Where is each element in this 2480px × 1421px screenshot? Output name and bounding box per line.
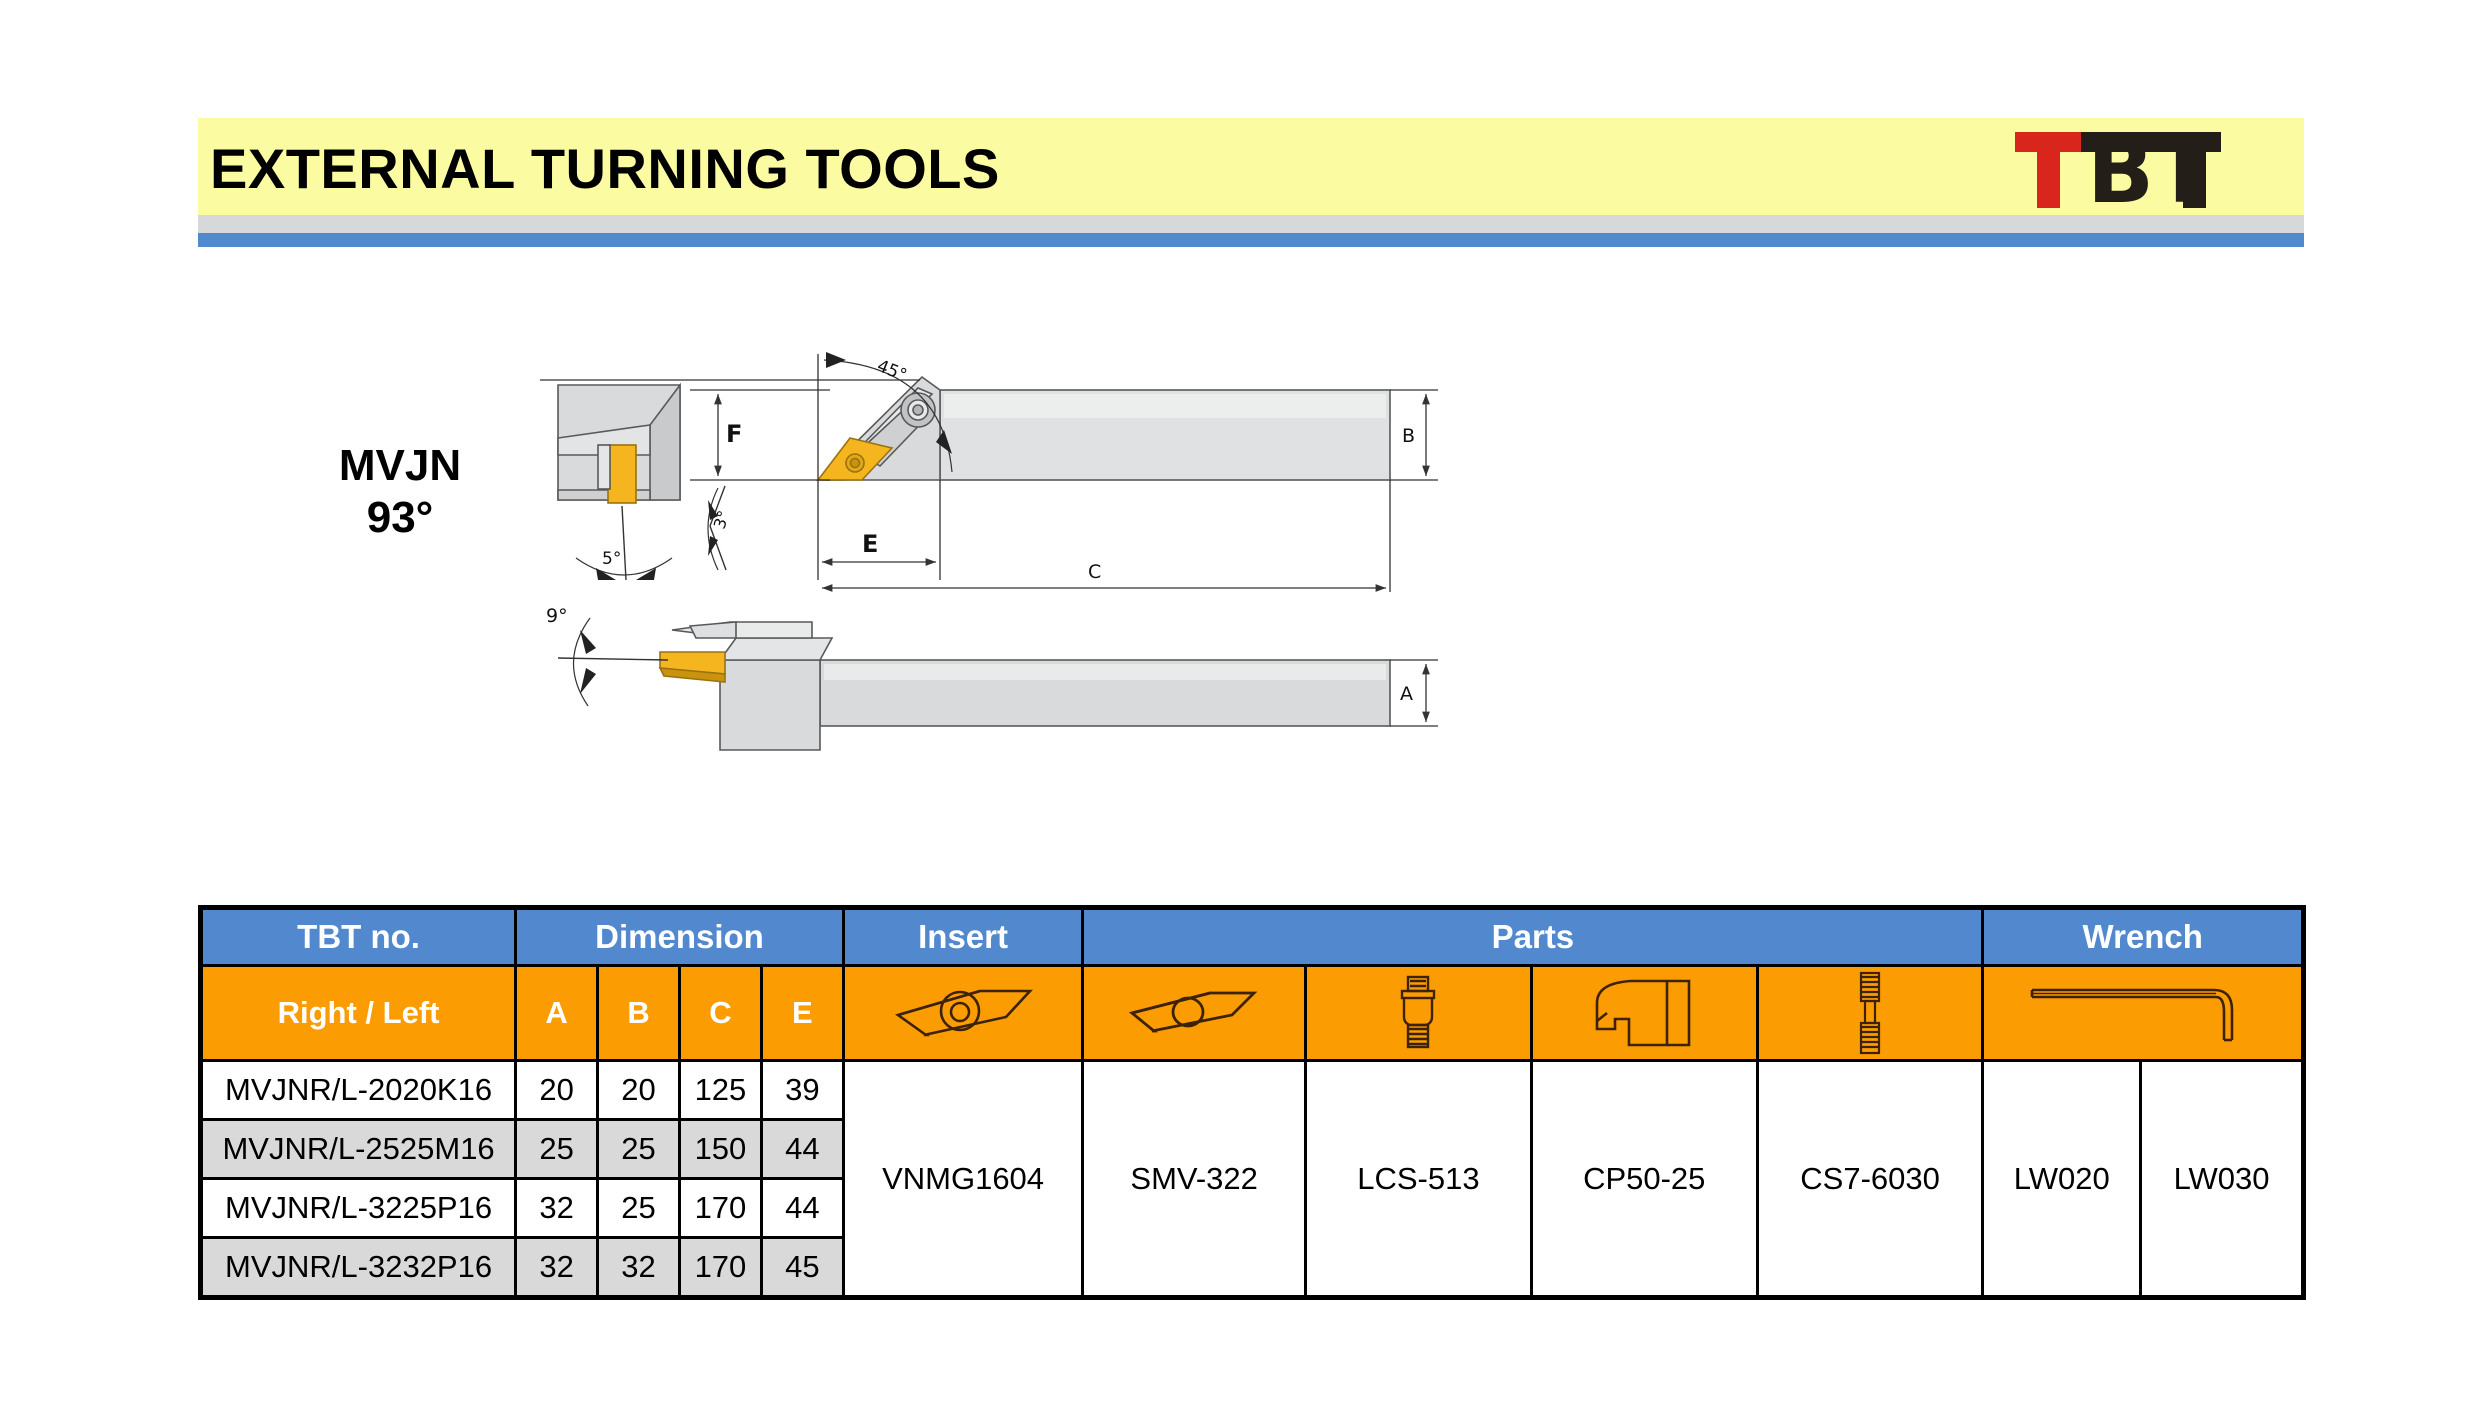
angle-45-callout — [540, 352, 953, 480]
clamp-lever-icon — [1529, 964, 1759, 1062]
group-header-wrench: Wrench — [1981, 906, 2305, 967]
dim-B — [1390, 389, 1438, 481]
table-row: MVJNR/L-2020K16 20 20 125 39 VNMG1604 SM… — [198, 1059, 2305, 1299]
clamp-screw-icon — [1304, 964, 1533, 1062]
side-view-head — [658, 621, 834, 751]
insert-diamond — [816, 437, 894, 481]
group-header-dimension: Dimension — [514, 906, 845, 967]
cell-model: MVJNR/L-2525M16 — [198, 1118, 518, 1180]
tbt-logo: BT — [2015, 122, 2275, 216]
sub-header-dim-e: E — [759, 964, 845, 1062]
cell-dim-e: 39 — [759, 1059, 845, 1121]
dim-E — [817, 480, 941, 580]
cell-clamp-screw-code: LCS-513 — [1304, 1059, 1533, 1299]
series-angle: 93° — [366, 493, 434, 542]
insert-diamond-icon — [841, 964, 1085, 1062]
cell-dim-b: 25 — [596, 1177, 681, 1239]
dim-B-label: B — [1402, 425, 1415, 447]
stud-screw-icon — [1755, 964, 1985, 1062]
header-gray-strip — [198, 215, 2304, 233]
table-sub-header-row: Right / Left A B C E — [198, 964, 2305, 1062]
cell-dim-c: 125 — [677, 1059, 763, 1121]
spec-table: TBT no. Dimension Insert Parts Wrench Ri… — [198, 905, 2306, 1300]
cell-dim-c: 150 — [677, 1118, 763, 1180]
side-view-shank — [819, 659, 1391, 727]
dim-F-label: F — [726, 420, 742, 448]
header-blue-bar — [198, 233, 2304, 247]
angle-3-callout — [707, 485, 727, 571]
front-view — [557, 382, 681, 504]
page-title: EXTERNAL TURNING TOOLS — [210, 137, 1000, 200]
angle-45-label: 45° — [874, 356, 909, 386]
shim-diamond-icon — [1081, 964, 1307, 1062]
angle-3-label: 3° — [710, 508, 734, 531]
series-label: MVJN 93° — [300, 440, 500, 544]
header-banner — [198, 118, 2304, 215]
table-row: MVJNR/L-3232P16 32 32 170 45 — [198, 1236, 2304, 1299]
cell-wrench-1-code: LW020 — [1981, 1059, 2143, 1299]
table-group-header-row: TBT no. Dimension Insert Parts Wrench — [198, 906, 2305, 967]
dim-F — [690, 389, 830, 481]
dim-A-label: A — [1400, 683, 1413, 705]
cell-dim-e: 44 — [759, 1118, 845, 1180]
series-name: MVJN — [338, 441, 462, 490]
cell-dim-c: 170 — [677, 1236, 763, 1299]
cell-clamp-lever-code: CP50-25 — [1529, 1059, 1759, 1299]
cell-model: MVJNR/L-3225P16 — [198, 1177, 518, 1239]
logo-red-stem — [2037, 132, 2060, 208]
angle-9-label: 9° — [546, 605, 568, 627]
cell-dim-b: 25 — [596, 1118, 681, 1180]
hex-wrench-icon — [1981, 964, 2305, 1062]
dim-E-label: E — [862, 530, 878, 558]
table-row: MVJNR/L-2525M16 25 25 150 44 — [198, 1118, 2304, 1180]
cell-stud-code: CS7-6030 — [1755, 1059, 1985, 1299]
angle-5-label: 5° — [602, 549, 621, 569]
group-header-tbt-no: TBT no. — [198, 906, 518, 967]
angle-9-callout — [557, 617, 669, 707]
cell-dim-a: 25 — [514, 1118, 600, 1180]
cell-dim-e: 45 — [759, 1236, 845, 1299]
cell-shim-code: SMV-322 — [1081, 1059, 1307, 1299]
sub-header-right-left: Right / Left — [198, 964, 518, 1062]
sub-header-dim-c: C — [677, 964, 763, 1062]
sub-header-dim-b: B — [596, 964, 681, 1062]
cell-dim-e: 44 — [759, 1177, 845, 1239]
cell-model: MVJNR/L-3232P16 — [198, 1236, 518, 1299]
logo-black-stem — [2183, 132, 2206, 208]
cell-model: MVJNR/L-2020K16 — [198, 1059, 518, 1121]
cell-insert-code: VNMG1604 — [841, 1059, 1085, 1299]
cell-dim-a: 32 — [514, 1177, 600, 1239]
sub-header-dim-a: A — [514, 964, 600, 1062]
dim-C — [822, 480, 1391, 592]
angle-5-callout — [575, 505, 673, 581]
dim-A — [1390, 659, 1438, 727]
spec-table-container: TBT no. Dimension Insert Parts Wrench Ri… — [198, 905, 2306, 1300]
group-header-parts: Parts — [1081, 906, 1985, 967]
table-row: MVJNR/L-3225P16 32 25 170 44 — [198, 1177, 2304, 1239]
cell-dim-c: 170 — [677, 1177, 763, 1239]
cell-dim-a: 20 — [514, 1059, 600, 1121]
cell-dim-b: 20 — [596, 1059, 681, 1121]
top-view-shank — [939, 389, 1391, 481]
cell-dim-a: 32 — [514, 1236, 600, 1299]
tool-technical-drawing: 5° 3° 45° — [540, 330, 1600, 860]
cell-wrench-2-code: LW030 — [2139, 1059, 2305, 1299]
cell-dim-b: 32 — [596, 1236, 681, 1299]
dim-C-label: C — [1088, 561, 1101, 583]
group-header-insert: Insert — [841, 906, 1085, 967]
